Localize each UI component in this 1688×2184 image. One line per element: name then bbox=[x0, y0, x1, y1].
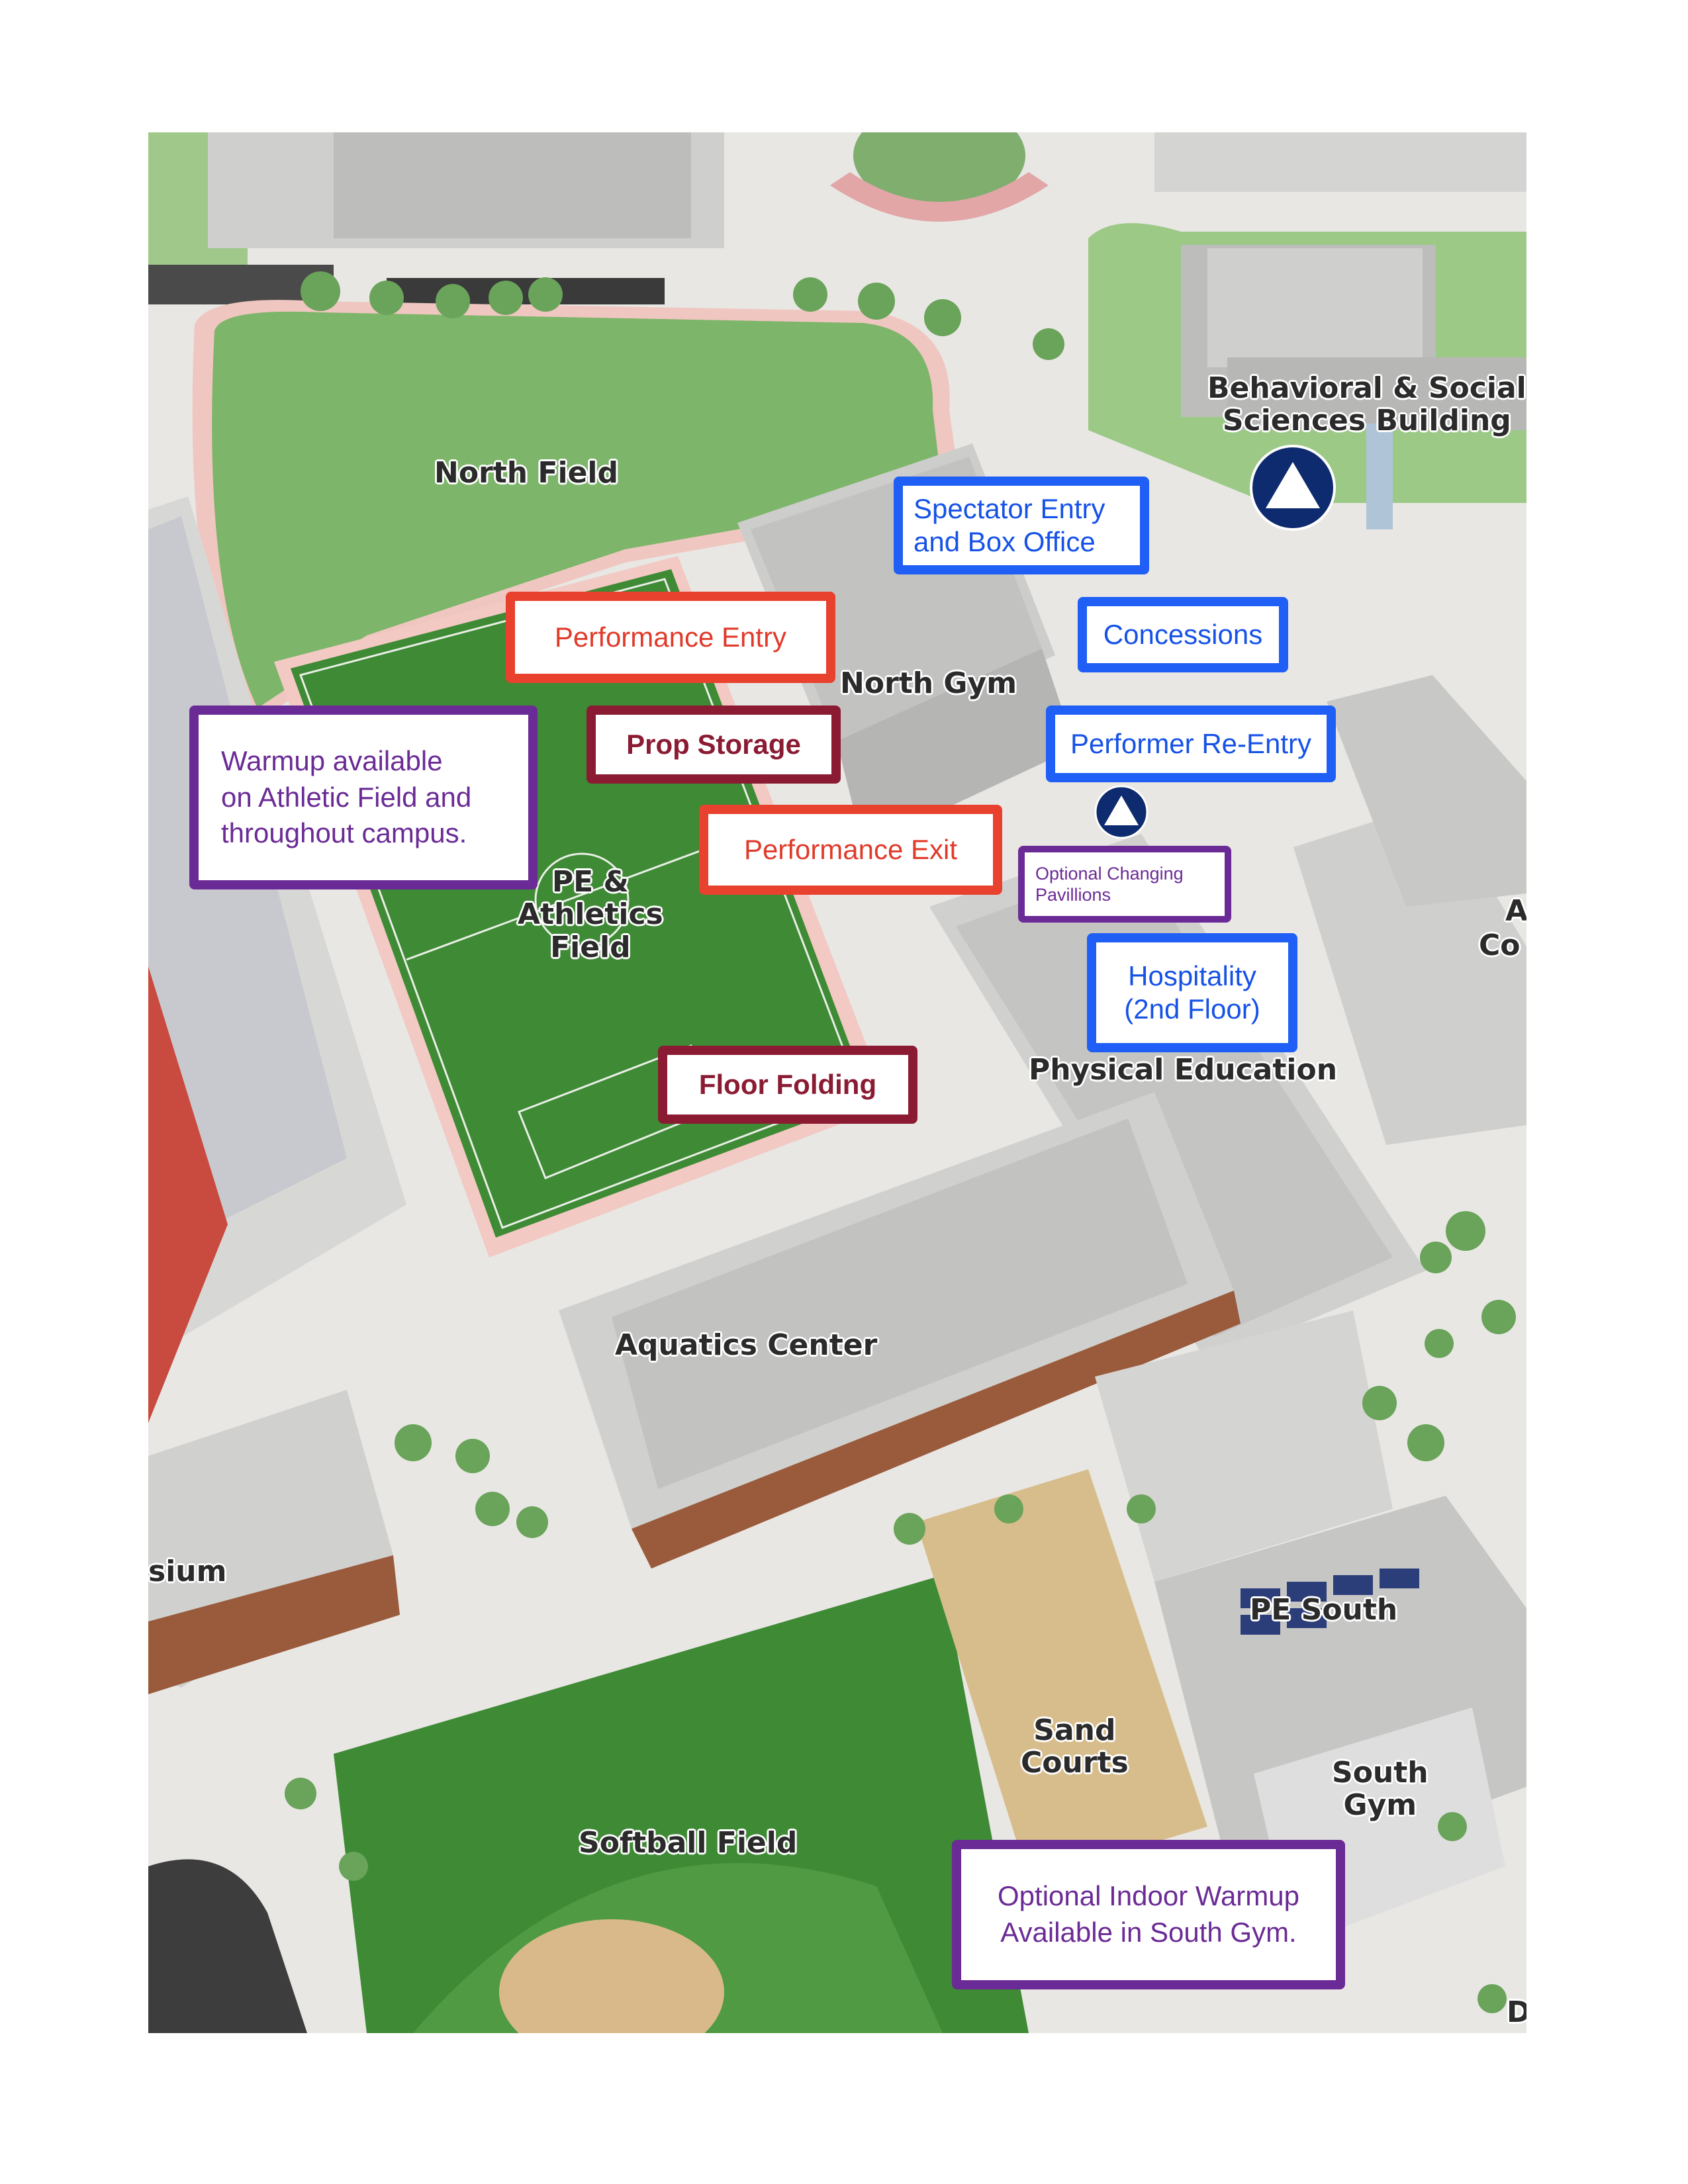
prop-storage-callout[interactable]: Prop Storage bbox=[586, 705, 841, 784]
edge-label-co: Co bbox=[1479, 929, 1521, 962]
behavioral-social-sciences-label: Behavioral & Social Sciences Building bbox=[1207, 371, 1526, 438]
performer-reentry-callout[interactable]: Performer Re-Entry bbox=[1046, 705, 1336, 782]
north-gym-label: North Gym bbox=[840, 666, 1017, 700]
optional-changing-text: Optional Changing Pavillions bbox=[1035, 863, 1184, 905]
concessions-callout[interactable]: Concessions bbox=[1078, 597, 1288, 672]
north-field-label: North Field bbox=[434, 456, 618, 490]
optional-indoor-callout[interactable]: Optional Indoor Warmup Available in Sout… bbox=[952, 1840, 1345, 1989]
softball-field-label: Softball Field bbox=[579, 1826, 798, 1860]
sand-courts-label: Sand Courts bbox=[1021, 1713, 1129, 1780]
gymnasium-partial-label: sium bbox=[148, 1555, 227, 1588]
performance-entry-text: Performance Entry bbox=[554, 621, 787, 653]
campus-map[interactable]: North Field North Gym Behavioral & Socia… bbox=[148, 132, 1526, 2033]
performer-reentry-text: Performer Re-Entry bbox=[1070, 727, 1312, 759]
edge-label-a: A bbox=[1505, 894, 1526, 928]
pe-athletics-field-label: PE & Athletics Field bbox=[518, 865, 663, 964]
spectator-entry-text: Spectator Entry and Box Office bbox=[914, 492, 1105, 557]
performance-exit-text: Performance Exit bbox=[743, 833, 958, 865]
floor-folding-callout[interactable]: Floor Folding bbox=[658, 1046, 917, 1124]
optional-changing-callout[interactable]: Optional Changing Pavillions bbox=[1018, 846, 1231, 923]
edge-label-d: D bbox=[1507, 1995, 1526, 2029]
performance-entry-callout[interactable]: Performance Entry bbox=[506, 592, 835, 683]
warmup-athletic-text: Warmup available on Athletic Field and t… bbox=[221, 745, 472, 849]
spectator-entry-callout[interactable]: Spectator Entry and Box Office bbox=[894, 477, 1149, 574]
concessions-text: Concessions bbox=[1103, 618, 1263, 650]
hospitality-callout[interactable]: Hospitality (2nd Floor) bbox=[1087, 933, 1297, 1052]
south-gym-label: South Gym bbox=[1332, 1756, 1429, 1823]
prop-storage-text: Prop Storage bbox=[626, 728, 801, 760]
optional-indoor-text: Optional Indoor Warmup Available in Sout… bbox=[998, 1880, 1299, 1948]
triangle-marker-icon[interactable] bbox=[1094, 784, 1149, 840]
pe-south-label: PE South bbox=[1250, 1593, 1398, 1627]
floor-folding-text: Floor Folding bbox=[698, 1068, 877, 1100]
hospitality-text: Hospitality (2nd Floor) bbox=[1124, 960, 1260, 1024]
physical-education-label: Physical Education bbox=[1029, 1053, 1338, 1087]
performance-exit-callout[interactable]: Performance Exit bbox=[699, 805, 1002, 895]
triangle-marker-icon[interactable] bbox=[1248, 443, 1337, 532]
warmup-athletic-callout[interactable]: Warmup available on Athletic Field and t… bbox=[189, 705, 538, 889]
aquatics-center-label: Aquatics Center bbox=[615, 1328, 878, 1362]
